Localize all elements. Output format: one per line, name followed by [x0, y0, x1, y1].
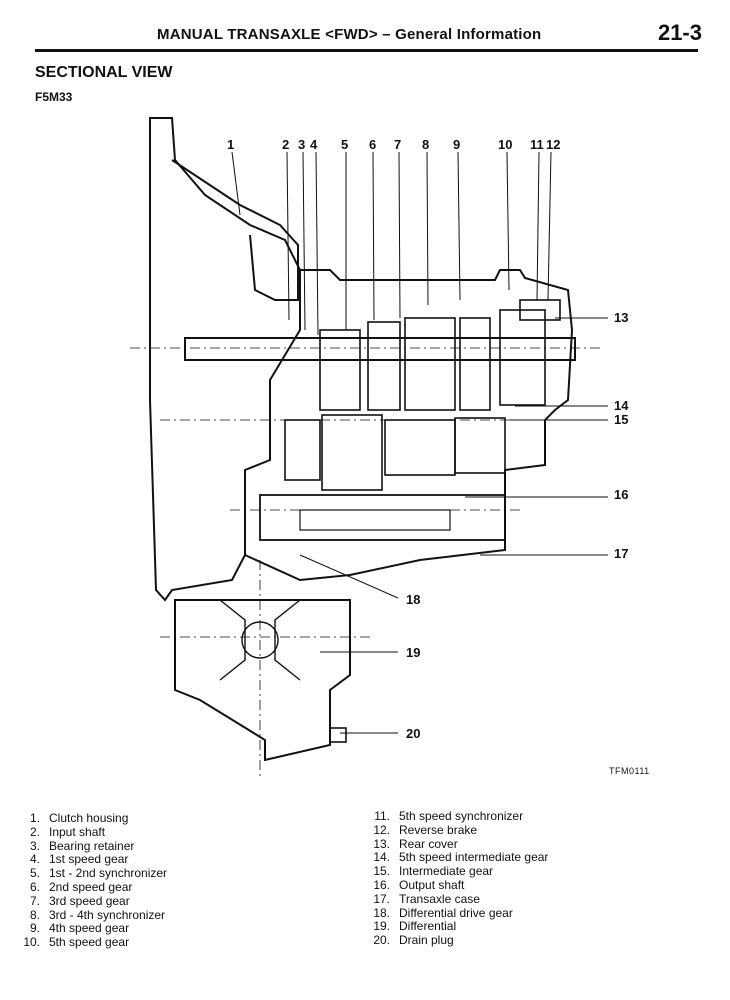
legend-item: 8. 3rd - 4th synchronizer — [10, 907, 167, 923]
legend-label: 1st speed gear — [49, 852, 129, 867]
callout-3: 3 — [298, 137, 305, 152]
callout-9: 9 — [453, 137, 460, 152]
legend-number: 18. — [373, 905, 390, 920]
legend-label: 1st - 2nd synchronizer — [49, 866, 168, 881]
legend-item: 1. Clutch housing — [10, 811, 167, 826]
legend-left-column: 1. Clutch housing 2. Input shaft 3. Bearing… — [10, 811, 168, 950]
callout-18: 18 — [406, 592, 420, 607]
callout-1: 1 — [227, 137, 234, 152]
legend-number: 9. — [29, 921, 40, 936]
legend-number: 11. — [374, 809, 390, 823]
legend-label: Output shaft — [399, 877, 465, 892]
lower-gear-cluster — [284, 414, 506, 491]
legend-label: Transaxle case — [399, 891, 480, 906]
legend-item: 12. Reverse brake — [360, 822, 548, 838]
legend-item: 5. 1st - 2nd synchronizer — [10, 866, 168, 881]
legend-label: 5th speed intermediate gear — [399, 850, 549, 865]
callout-13: 13 — [614, 310, 628, 325]
legend-right-column: 11. 5th speed synchronizer 12. Reverse bra… — [360, 809, 548, 948]
differential-housing — [174, 599, 351, 762]
callout-7: 7 — [394, 137, 401, 152]
page-number: 21-3 — [657, 20, 702, 45]
legend-number: 19. — [373, 919, 390, 934]
legend-number: 5. — [29, 866, 40, 881]
callout-11: 11 — [530, 137, 544, 152]
legend-label: 3rd speed gear — [49, 893, 130, 908]
callout-15: 15 — [614, 412, 628, 427]
legend-item: 14. 5th speed intermediate gear — [360, 851, 548, 865]
legend-number: 2. — [29, 824, 40, 839]
legend-number: 1. — [29, 811, 40, 825]
legend-label: 3rd - 4th synchronizer — [49, 907, 166, 922]
legend-label: Clutch housing — [49, 811, 129, 825]
legend-label: Drain plug — [399, 933, 454, 948]
header-rule — [35, 49, 698, 52]
legend-item: 4. 1st speed gear — [10, 853, 167, 867]
legend-label: 5th speed synchronizer — [399, 809, 524, 823]
clutch-housing-rib — [171, 159, 299, 301]
callout-20: 20 — [406, 726, 420, 741]
callout-2: 2 — [282, 137, 289, 152]
legend-label: 5th speed gear — [49, 935, 130, 950]
legend-number: 20. — [373, 933, 390, 948]
legend-label: 2nd speed gear — [49, 879, 133, 894]
legend-label: Reverse brake — [399, 822, 478, 837]
legend-item: 3. Bearing retainer — [10, 838, 167, 854]
callout-5: 5 — [341, 137, 348, 152]
callout-17: 17 — [614, 546, 628, 561]
legend-item: 11. 5th speed synchronizer — [360, 809, 548, 824]
legend-number: 12. — [373, 822, 390, 837]
legend-label: Differential drive gear — [399, 905, 513, 920]
legend-number: 16. — [373, 877, 390, 892]
legend-item: 16. Output shaft — [360, 877, 548, 893]
legend-number: 7. — [29, 893, 40, 908]
callout-8: 8 — [422, 137, 429, 152]
transaxle-case-outline — [244, 269, 574, 582]
callout-14: 14 — [614, 398, 629, 413]
legend-item: 19. Differential — [360, 920, 548, 934]
transaxle-sectional-diagram: 1 2 3 4 5 6 7 8 9 10 11 12 13 14 15 16 1… — [130, 117, 629, 780]
model-code: F5M33 — [35, 90, 73, 104]
legend-item: 7. 3rd speed gear — [10, 893, 167, 909]
legend-number: 6. — [29, 879, 40, 894]
callout-10: 10 — [498, 137, 512, 152]
legend-item: 20. Drain plug — [360, 933, 548, 948]
legend-number: 15. — [373, 864, 390, 879]
legend-item: 6. 2nd speed gear — [10, 879, 167, 895]
legend-number: 4. — [29, 852, 40, 867]
legend-item: 9. 4th speed gear — [10, 922, 167, 936]
legend-label: 4th speed gear — [49, 921, 130, 936]
legend-number: 10. — [23, 935, 40, 950]
page-header-title: MANUAL TRANSAXLE <FWD> – General Informa… — [157, 26, 542, 43]
legend-item: 17. Transaxle case — [360, 891, 548, 907]
legend-label: Rear cover — [399, 836, 458, 851]
callout-6: 6 — [369, 137, 376, 152]
callout-4: 4 — [310, 137, 318, 152]
legend-item: 2. Input shaft — [10, 824, 167, 840]
output-shaft — [259, 494, 506, 541]
legend-item: 15. Intermediate gear — [360, 864, 548, 879]
legend-label: Differential — [399, 919, 457, 934]
legend-item: 13. Rear cover — [360, 836, 548, 852]
legend-label: Bearing retainer — [49, 838, 135, 853]
legend-item: 18. Differential drive gear — [360, 905, 548, 921]
legend-label: Input shaft — [49, 824, 106, 839]
input-shaft — [184, 337, 576, 361]
legend-label: Intermediate gear — [399, 864, 494, 879]
callout-12: 12 — [546, 137, 560, 152]
legend-number: 17. — [373, 891, 390, 906]
legend-number: 3. — [29, 838, 40, 853]
callout-16: 16 — [614, 487, 628, 502]
section-title: SECTIONAL VIEW — [35, 64, 173, 81]
legend-number: 14. — [373, 850, 390, 865]
figure-code: TFM0111 — [609, 766, 650, 776]
legend-number: 8. — [29, 907, 40, 922]
drain-plug — [329, 727, 347, 743]
legend-item: 10. 5th speed gear — [10, 935, 167, 950]
legend-number: 13. — [373, 836, 390, 851]
upper-gear-cluster — [319, 299, 561, 411]
callout-19: 19 — [406, 645, 420, 660]
